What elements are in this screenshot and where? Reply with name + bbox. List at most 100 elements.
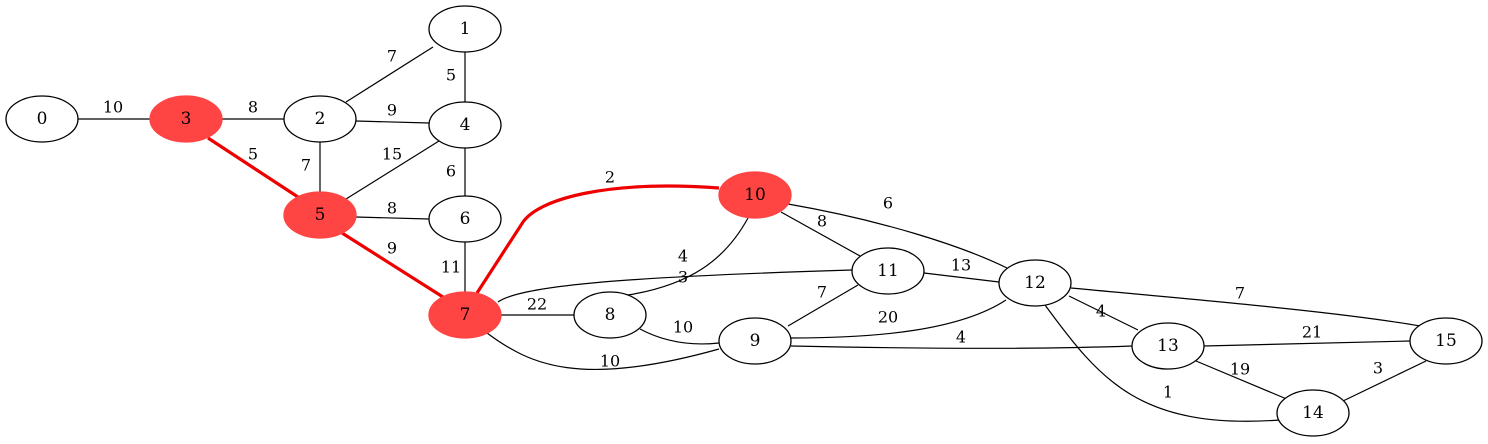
node-ellipse (428, 5, 502, 53)
edge-weight-label: 4 (678, 247, 688, 266)
edge-7-11: 4 (497, 247, 853, 303)
node-14: 14 (1276, 389, 1350, 437)
edge-line (1203, 340, 1411, 347)
edge-weight-label: 10 (103, 98, 123, 117)
edge-7-10: 2 (475, 168, 720, 294)
node-label: 0 (37, 109, 48, 129)
edge-line (1195, 360, 1290, 401)
edge-weight-label: 8 (817, 212, 827, 231)
node-15: 15 (1409, 317, 1483, 365)
edge-11-9: 7 (787, 283, 859, 327)
node-label: 10 (744, 185, 766, 205)
edge-line (207, 136, 299, 199)
node-label: 2 (315, 109, 326, 129)
edge-weight-label: 6 (446, 162, 456, 181)
edge-weight-label: 10 (673, 318, 693, 337)
edge-line (345, 46, 434, 103)
edge-9-12: 20 (790, 299, 1007, 339)
edge-weight-label: 20 (878, 308, 898, 327)
node-label: 13 (1157, 336, 1179, 356)
edge-3-5: 5 (207, 136, 299, 199)
node-7: 7 (428, 291, 502, 339)
edge-2-4: 9 (355, 101, 430, 124)
node-1: 1 (428, 5, 502, 53)
node-2: 2 (283, 95, 357, 143)
edge-12-15: 7 (1070, 284, 1421, 327)
node-ellipse (851, 247, 925, 295)
edge-line (790, 345, 1133, 349)
edge-line (497, 269, 853, 303)
node-ellipse (1131, 322, 1205, 370)
edge-weight-label: 3 (678, 268, 688, 287)
node-12: 12 (998, 259, 1072, 307)
node-ellipse (998, 259, 1072, 307)
node-label: 14 (1302, 403, 1324, 423)
edge-12-13: 4 (1068, 295, 1139, 331)
edge-weight-label: 9 (387, 101, 397, 120)
node-label: 3 (181, 109, 192, 129)
edge-weight-label: 7 (387, 47, 397, 66)
node-9: 9 (718, 317, 792, 365)
edge-weight-label: 22 (527, 295, 547, 314)
edge-line (355, 120, 430, 124)
edge-line (1342, 360, 1427, 402)
node-0: 0 (5, 95, 79, 143)
edge-weight-label: 7 (817, 283, 827, 302)
node-ellipse (718, 171, 792, 219)
node-ellipse (1276, 389, 1350, 437)
node-ellipse (718, 317, 792, 365)
node-11: 11 (851, 247, 925, 295)
node-10: 10 (718, 171, 792, 219)
edge-0-3: 10 (78, 98, 150, 120)
edge-weight-label: 5 (248, 145, 258, 164)
edge-4-6: 6 (446, 148, 466, 196)
edge-line (923, 272, 1000, 283)
node-13: 13 (1131, 322, 1205, 370)
edge-weight-label: 8 (387, 199, 397, 218)
node-label: 12 (1024, 273, 1046, 293)
node-label: 15 (1435, 331, 1457, 351)
edge-line (486, 332, 720, 371)
node-label: 7 (460, 305, 471, 325)
edge-5-7: 9 (341, 231, 444, 299)
edge-weight-label: 15 (382, 145, 402, 164)
node-5: 5 (283, 191, 357, 239)
edge-8-10: 3 (627, 217, 749, 296)
edge-weight-label: 6 (883, 194, 893, 213)
edge-weight-label: 5 (446, 66, 456, 85)
edge-13-14: 19 (1195, 360, 1290, 401)
node-label: 8 (605, 305, 616, 325)
edge-line (1068, 295, 1139, 331)
edge-line (1044, 304, 1281, 422)
edge-weight-label: 19 (1230, 360, 1250, 379)
node-label: 11 (877, 261, 899, 281)
edge-weight-label: 13 (951, 256, 971, 275)
edge-weight-label: 7 (1235, 284, 1245, 303)
edge-weight-label: 10 (600, 352, 620, 371)
node-ellipse (283, 191, 357, 239)
node-label: 6 (460, 209, 471, 229)
node-ellipse (149, 95, 223, 143)
edge-8-9: 10 (639, 318, 720, 345)
edge-line (355, 216, 430, 220)
edge-line (1070, 287, 1421, 327)
edge-13-15: 21 (1203, 323, 1411, 347)
node-6: 6 (428, 195, 502, 243)
edge-2-1: 7 (345, 46, 434, 103)
edge-line (787, 284, 859, 327)
edge-line (790, 299, 1007, 339)
edge-weight-label: 11 (441, 258, 461, 277)
edge-weight-label: 21 (1302, 323, 1322, 342)
node-ellipse (428, 101, 502, 149)
edge-2-5: 7 (301, 142, 321, 192)
edge-11-12: 13 (923, 256, 1000, 283)
node-4: 4 (428, 101, 502, 149)
edge-line (627, 217, 749, 296)
edge-10-11: 8 (780, 211, 861, 257)
edge-line (345, 140, 440, 200)
node-ellipse (573, 291, 647, 339)
edge-line (787, 203, 1008, 269)
